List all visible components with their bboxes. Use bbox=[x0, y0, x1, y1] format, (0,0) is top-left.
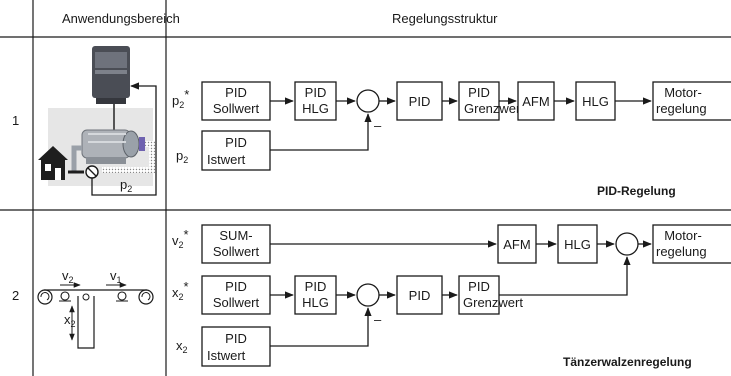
summing-junction-2a bbox=[615, 232, 639, 256]
label-v1: v1 bbox=[110, 268, 122, 285]
hlg-block-2 bbox=[557, 224, 598, 264]
pid-setpoint-line2: Sollwert bbox=[213, 101, 260, 116]
row-1-input-actual: p2 bbox=[176, 148, 188, 165]
row-2-input-position-setpoint: x2* bbox=[172, 279, 189, 302]
pid-controller-label: PID bbox=[409, 94, 431, 109]
pipe-pressure bbox=[102, 141, 155, 173]
pipe-suction bbox=[71, 145, 82, 172]
sum-setpoint-block bbox=[201, 224, 271, 264]
pid-actual-line2: Istwert bbox=[207, 152, 246, 167]
minus-sign: – bbox=[374, 118, 382, 133]
motor-control-block bbox=[652, 81, 731, 121]
sum-setpoint-line2: Sollwert bbox=[213, 244, 260, 259]
header-control-structure: Regelungsstruktur bbox=[392, 11, 498, 26]
motor-control-block-2 bbox=[652, 224, 731, 264]
sum-setpoint-line1: SUM- bbox=[219, 228, 252, 243]
row-2-caption: Tänzerwalzenregelung bbox=[563, 355, 692, 369]
house-icon bbox=[38, 146, 84, 180]
afm-block-2 bbox=[497, 224, 537, 264]
pid-actual-2-line2: Istwert bbox=[207, 348, 246, 363]
afm-block bbox=[517, 81, 555, 121]
row-1-illustration: p2 bbox=[38, 46, 157, 196]
label-v2: v2 bbox=[62, 268, 74, 285]
row-1-caption: PID-Regelung bbox=[597, 184, 676, 198]
hlg-label: HLG bbox=[582, 94, 609, 109]
pid-hlg-2-line1: PID bbox=[305, 279, 327, 294]
motor-control-2-line1: Motor- bbox=[664, 228, 702, 243]
pressure-sensor-icon bbox=[85, 165, 99, 179]
afm-label-2: AFM bbox=[503, 237, 530, 252]
hlg-block bbox=[575, 81, 616, 121]
dancer-roller-icon bbox=[37, 282, 154, 349]
pid-hlg-2-line2: HLG bbox=[302, 295, 329, 310]
row-1-block-diagram: p2* p2 PID Sollwert PID HLG – PID PID Gr… bbox=[172, 81, 731, 198]
pid-controller-block bbox=[396, 81, 443, 121]
pid-limit-line1: PID bbox=[468, 85, 490, 100]
pid-setpoint-block bbox=[201, 81, 271, 121]
hlg-label-2: HLG bbox=[564, 237, 591, 252]
header-application-area: Anwendungsbereich bbox=[62, 11, 180, 26]
afm-label: AFM bbox=[522, 94, 549, 109]
row-2-number: 2 bbox=[12, 288, 19, 303]
row-1-input-setpoint: p2* bbox=[172, 87, 189, 110]
pid-limit-2-line2: Grenzwert bbox=[463, 295, 523, 310]
row-2-illustration: v2 v1 x2 bbox=[37, 268, 154, 349]
pid-setpoint-block-2 bbox=[201, 275, 271, 315]
feedback-signal-line bbox=[91, 82, 157, 196]
summing-junction bbox=[356, 89, 380, 113]
row-2-input-position-actual: x2 bbox=[176, 338, 188, 355]
row-1-number: 1 bbox=[12, 113, 19, 128]
pid-setpoint-line1: PID bbox=[225, 85, 247, 100]
row-2-input-speed: v2* bbox=[172, 227, 189, 250]
pid-actual-2-line1: PID bbox=[225, 331, 247, 346]
motor-control-2-line2: regelung bbox=[656, 244, 707, 259]
pid-actual-block bbox=[201, 130, 271, 171]
pid-limit-block-2 bbox=[458, 275, 500, 315]
pressure-label: p2 bbox=[120, 177, 132, 194]
motor-control-line2: regelung bbox=[656, 101, 707, 116]
pid-controller-block-2 bbox=[396, 275, 443, 315]
pid-setpoint-2-line2: Sollwert bbox=[213, 295, 260, 310]
label-x2: x2 bbox=[64, 312, 76, 329]
motor-control-line1: Motor- bbox=[664, 85, 702, 100]
frequency-inverter-icon bbox=[92, 46, 130, 104]
table-header: Anwendungsbereich Regelungsstruktur bbox=[62, 11, 498, 26]
minus-sign-2: – bbox=[374, 312, 382, 327]
pid-hlg-block bbox=[294, 81, 337, 121]
row-2-block-diagram: v2* x2* x2 SUM- Sollwert AFM HLG Motor- … bbox=[172, 224, 731, 369]
pid-limit-2-line1: PID bbox=[468, 279, 490, 294]
pid-hlg-line1: PID bbox=[305, 85, 327, 100]
pid-limit-line2: Grenzwert bbox=[464, 101, 524, 116]
pump-motor-icon bbox=[81, 129, 145, 164]
pid-hlg-line2: HLG bbox=[302, 101, 329, 116]
pid-actual-block-2 bbox=[201, 326, 271, 367]
summing-junction-2b bbox=[356, 283, 380, 307]
pid-actual-line1: PID bbox=[225, 135, 247, 150]
pid-setpoint-2-line1: PID bbox=[225, 279, 247, 294]
pid-controller-2-label: PID bbox=[409, 288, 431, 303]
